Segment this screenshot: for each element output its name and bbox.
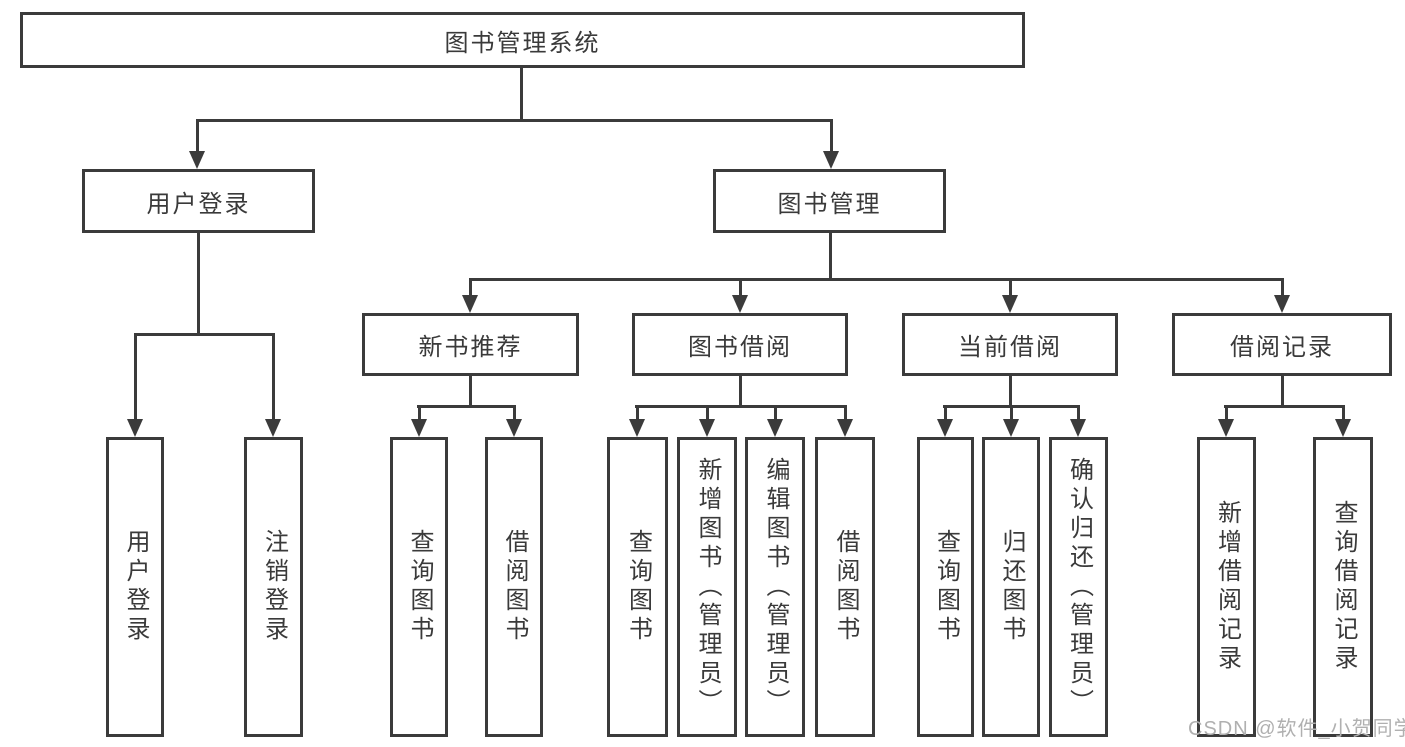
arrowhead-book-management bbox=[823, 151, 839, 169]
connector-drop-records bbox=[1281, 278, 1284, 297]
leaf-cur-return-books: 归还图书 bbox=[982, 437, 1040, 737]
connector-recommend-stem bbox=[469, 376, 472, 408]
connector-user-login-stem bbox=[197, 233, 200, 336]
leaf-rec-borrow-books: 借阅图书 bbox=[485, 437, 543, 737]
leaf-bor-borrow-books: 借阅图书 bbox=[815, 437, 875, 737]
arrowhead-cur-return bbox=[1003, 419, 1019, 437]
arrowhead-logout-leaf bbox=[265, 419, 281, 437]
arrowhead-bor-edit bbox=[767, 419, 783, 437]
arrowhead-bor-query bbox=[629, 419, 645, 437]
leaf-query-borrow-record: 查询借阅记录 bbox=[1313, 437, 1373, 737]
connector-level3-split bbox=[469, 278, 1283, 281]
arrowhead-rec-borrow bbox=[506, 419, 522, 437]
leaf-cur-confirm-return-admin: 确认归还（管理员） bbox=[1049, 437, 1108, 737]
connector-current-stem bbox=[1009, 376, 1012, 408]
connector-drop-bor-add bbox=[706, 405, 709, 421]
connector-drop-recommend bbox=[469, 278, 472, 297]
arrowhead-current bbox=[1002, 295, 1018, 313]
connector-drop-user-login bbox=[196, 119, 199, 153]
connector-drop-login-leaf bbox=[134, 333, 137, 421]
connector-user-login-split bbox=[134, 333, 275, 336]
leaf-logout: 注销登录 bbox=[244, 437, 303, 737]
leaf-bor-query-books: 查询图书 bbox=[607, 437, 668, 737]
node-book-management: 图书管理 bbox=[713, 169, 946, 233]
arrowhead-login-leaf bbox=[127, 419, 143, 437]
connector-borrow-split bbox=[635, 405, 847, 408]
arrowhead-bor-borrow bbox=[837, 419, 853, 437]
arrowhead-recd-query bbox=[1335, 419, 1351, 437]
connector-drop-cur-confirm bbox=[1077, 405, 1080, 421]
connector-drop-current bbox=[1009, 278, 1012, 297]
leaf-cur-query-books: 查询图书 bbox=[917, 437, 974, 737]
leaf-user-login: 用户登录 bbox=[106, 437, 164, 737]
leaf-add-borrow-record: 新增借阅记录 bbox=[1197, 437, 1256, 737]
connector-drop-cur-return bbox=[1010, 405, 1013, 421]
arrowhead-borrow bbox=[732, 295, 748, 313]
connector-drop-cur-query bbox=[944, 405, 947, 421]
leaf-bor-add-books-admin: 新增图书（管理员） bbox=[677, 437, 737, 737]
node-book-borrow: 图书借阅 bbox=[632, 313, 848, 376]
node-borrow-records: 借阅记录 bbox=[1172, 313, 1392, 376]
connector-drop-recd-query bbox=[1342, 405, 1345, 421]
node-new-book-recommend: 新书推荐 bbox=[362, 313, 579, 376]
leaf-bor-edit-books-admin: 编辑图书（管理员） bbox=[745, 437, 805, 737]
connector-recommend-split bbox=[417, 405, 516, 408]
connector-drop-bor-edit bbox=[774, 405, 777, 421]
connector-root-stem bbox=[520, 68, 523, 121]
connector-drop-bor-borrow bbox=[844, 405, 847, 421]
arrowhead-cur-confirm bbox=[1070, 419, 1086, 437]
arrowhead-recommend bbox=[462, 295, 478, 313]
connector-drop-logout-leaf bbox=[272, 333, 275, 421]
connector-records-stem bbox=[1281, 376, 1284, 408]
arrowhead-bor-add bbox=[699, 419, 715, 437]
arrowhead-user-login bbox=[189, 151, 205, 169]
connector-borrow-stem bbox=[739, 376, 742, 408]
node-user-login: 用户登录 bbox=[82, 169, 315, 233]
connector-drop-book-management bbox=[830, 119, 833, 153]
connector-level2-split bbox=[196, 119, 833, 122]
node-root-library-system: 图书管理系统 bbox=[20, 12, 1025, 68]
connector-drop-recd-add bbox=[1225, 405, 1228, 421]
leaf-rec-query-books: 查询图书 bbox=[390, 437, 448, 737]
arrowhead-rec-query bbox=[411, 419, 427, 437]
connector-drop-bor-query bbox=[636, 405, 639, 421]
arrowhead-records bbox=[1274, 295, 1290, 313]
node-current-borrow: 当前借阅 bbox=[902, 313, 1118, 376]
connector-drop-borrow bbox=[739, 278, 742, 297]
csdn-watermark: CSDN @软件_小贺同学 bbox=[1188, 718, 1405, 740]
connector-book-management-stem bbox=[829, 233, 832, 280]
connector-drop-rec-borrow bbox=[513, 405, 516, 421]
arrowhead-recd-add bbox=[1218, 419, 1234, 437]
arrowhead-cur-query bbox=[937, 419, 953, 437]
connector-records-split bbox=[1224, 405, 1345, 408]
connector-drop-rec-query bbox=[418, 405, 421, 421]
